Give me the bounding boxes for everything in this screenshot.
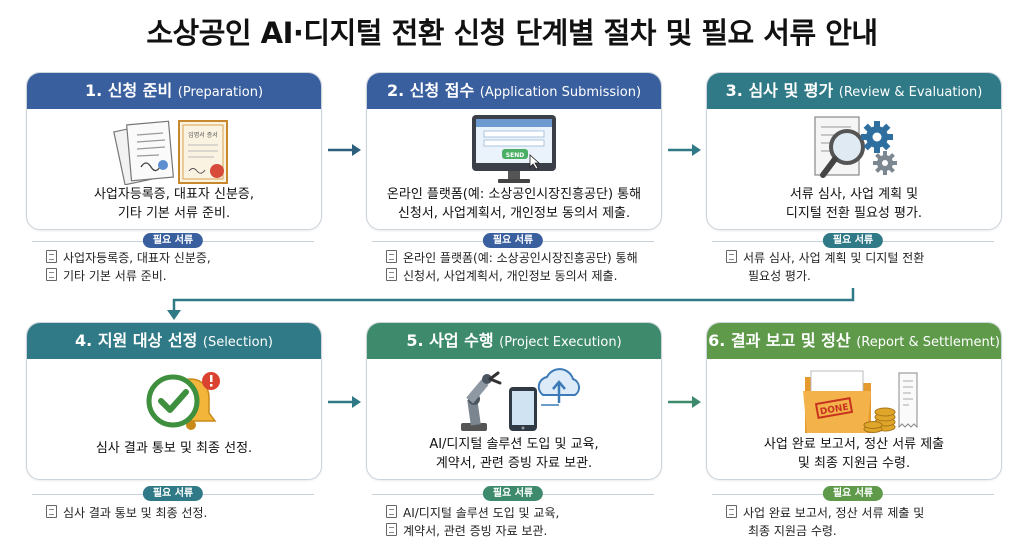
step-header-3: 3. 심사 및 평가 (Review & Evaluation): [707, 73, 1001, 109]
robot-arm-cloud-icon: [461, 368, 580, 431]
document-icon: [726, 505, 737, 518]
step-card-5: 5. 사업 수행 (Project Execution) AI/디지털 솔루션 …: [366, 322, 662, 480]
step-header-1: 1. 신청 준비 (Preparation): [27, 73, 321, 109]
required-doc-item: 계약서, 관련 증빙 자료 보관.: [386, 523, 547, 539]
check-bell-icon: [146, 372, 220, 430]
required-doc-item-continued: 최종 지원금 수령.: [748, 524, 837, 538]
step-card-2: 2. 신청 접수 (Application Submission) SEND 온…: [366, 72, 662, 230]
step-description-2: 온라인 플랫폼(예: 소상공인시장진흥공단) 통해 신청서, 사업계획서, 개인…: [386, 187, 642, 221]
monitor-send-icon: SEND: [472, 115, 556, 183]
step-card-6: 6. 결과 보고 및 정산 (Report & Settlement) DONE…: [706, 322, 1002, 480]
document-icon: [46, 268, 57, 281]
step-description-5: AI/디지털 솔루션 도입 및 교육, 계약서, 관련 증빙 자료 보관.: [429, 437, 599, 471]
folder-coins-receipt-icon: DONE: [803, 370, 918, 433]
step-description-1: 사업자등록증, 대표자 신분증, 기타 기본 서류 준비.: [93, 187, 255, 221]
required-docs-badge: 필요 서류: [822, 233, 884, 248]
required-docs-6: 필요 서류 사업 완료 보고서, 정산 서류 제출 및 최종 지원금 수령.: [706, 485, 1000, 543]
send-button-text: SEND: [506, 152, 524, 159]
magnifier-gears-icon: [814, 116, 897, 178]
step-title-en-4: (Selection): [202, 335, 273, 350]
required-docs-4: 필요 서류 심사 결과 통보 및 최종 선정.: [26, 485, 320, 543]
required-docs-badge: 필요 서류: [822, 486, 884, 501]
required-docs-3: 필요 서류 서류 심사, 사업 계획 및 디지털 전환 필요성 평가.: [706, 232, 1000, 290]
step-description-6: 사업 완료 보고서, 정산 서류 제출 및 최종 지원금 수령.: [763, 437, 945, 471]
required-docs-badge: 필요 서류: [142, 233, 204, 248]
step-header-5: 5. 사업 수행 (Project Execution): [367, 323, 661, 359]
step-card-1: 1. 신청 준비 (Preparation) 임명서 증서 사업자등록증, 대표…: [26, 72, 322, 230]
document-icon: [386, 250, 397, 263]
document-icon: [726, 250, 737, 263]
row-connector-arrow-icon: [167, 288, 855, 320]
document-icon: [386, 268, 397, 281]
flow-arrow-right-icon: [668, 144, 701, 156]
required-docs-badge: 필요 서류: [482, 486, 544, 501]
document-icon: [46, 505, 57, 518]
flow-arrow-right-icon: [668, 396, 701, 408]
required-docs-2: 필요 서류 온라인 플랫폼(예: 소상공인시장진흥공단) 통해 신청서, 사업계…: [366, 232, 660, 290]
step-title-en-5: (Project Execution): [499, 335, 622, 350]
step-description-4: 심사 결과 통보 및 최종 선정.: [95, 441, 253, 456]
page-title: 소상공인 AI·디지털 전환 신청 단계별 절차 및 필요 서류 안내: [146, 16, 878, 50]
required-doc-item-continued: 필요성 평가.: [748, 269, 811, 283]
required-doc-item: 서류 심사, 사업 계획 및 디지털 전환: [726, 250, 924, 266]
step-title-4: 4. 지원 대상 선정: [75, 331, 198, 350]
step-header-2: 2. 신청 접수 (Application Submission): [367, 73, 661, 109]
step-title-en-2: (Application Submission): [479, 85, 642, 100]
step-title-6: 6. 결과 보고 및 정산: [708, 331, 851, 350]
step-title-5: 5. 사업 수행: [406, 331, 494, 350]
step-title-2: 2. 신청 접수: [386, 81, 475, 100]
flow-arrow-right-icon: [328, 144, 361, 156]
required-doc-item: 심사 결과 통보 및 최종 선정.: [46, 505, 207, 521]
required-doc-item: 기타 기본 서류 준비.: [46, 268, 167, 284]
step-card-4: 4. 지원 대상 선정 (Selection) 심사 결과 통보 및 최종 선정…: [26, 322, 322, 480]
step-card-3: 3. 심사 및 평가 (Review & Evaluation): [706, 72, 1002, 230]
step-header-6: 6. 결과 보고 및 정산 (Report & Settlement): [707, 323, 1001, 359]
step-description-3: 서류 심사, 사업 계획 및 디지털 전환 필요성 평가.: [785, 187, 923, 221]
required-docs-1: 필요 서류 사업자등록증, 대표자 신분증, 기타 기본 서류 준비.: [26, 232, 320, 290]
required-docs-5: 필요 서류 AI/디지털 솔루션 도입 및 교육, 계약서, 관련 증빙 자료 …: [366, 485, 660, 543]
document-icon: [46, 250, 57, 263]
required-doc-item: 사업자등록증, 대표자 신분증,: [46, 250, 211, 266]
step-title-en-3: (Review & Evaluation): [838, 85, 983, 100]
document-icon: [386, 523, 397, 536]
flow-arrow-right-icon: [328, 396, 361, 408]
step-title-en-1: (Preparation): [177, 85, 264, 100]
step-title-en-6: (Report & Settlement): [856, 335, 1000, 350]
required-doc-item: 온라인 플랫폼(예: 소상공인시장진흥공단) 통해: [386, 250, 638, 266]
required-doc-item: 사업 완료 보고서, 정산 서류 제출 및: [726, 505, 924, 521]
done-stamp-text: DONE: [819, 403, 849, 418]
required-docs-badge: 필요 서류: [142, 486, 204, 501]
documents-certificate-icon: 임명서 증서: [113, 120, 228, 185]
required-doc-item: AI/디지털 솔루션 도입 및 교육,: [386, 505, 559, 521]
required-docs-badge: 필요 서류: [482, 233, 544, 248]
step-title-1: 1. 신청 준비: [84, 81, 173, 100]
document-icon: [386, 505, 397, 518]
certificate-text: 임명서 증서: [188, 131, 218, 139]
step-title-3: 3. 심사 및 평가: [725, 81, 834, 100]
required-doc-item: 신청서, 사업계획서, 개인정보 동의서 제출.: [386, 268, 617, 284]
step-header-4: 4. 지원 대상 선정 (Selection): [27, 323, 321, 359]
